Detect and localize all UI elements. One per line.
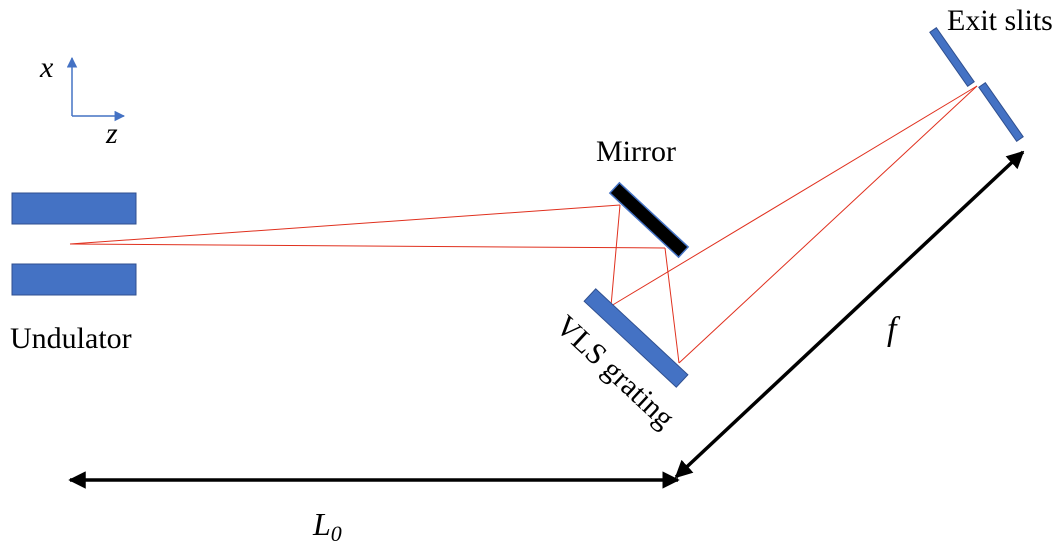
exit-slit-lower-blade: [978, 81, 1024, 143]
distance-label-main: L: [312, 506, 331, 542]
ray-source-to-mirror-bottom: [69, 243, 666, 249]
distance-label: L0: [312, 506, 342, 546]
undulator-label: Undulator: [10, 322, 132, 355]
focal-length-dimension-arrow: [674, 150, 1025, 479]
ray-mirror-to-grating-bottom: [664, 247, 680, 364]
undulator: [11, 192, 137, 296]
axis-arrows-icon: [66, 56, 126, 122]
mirror: [608, 181, 690, 259]
undulator-upper-magnet: [11, 192, 137, 225]
ray-grating-to-slits-top: [610, 85, 978, 307]
mirror-label: Mirror: [596, 135, 676, 168]
undulator-lower-magnet: [11, 263, 137, 296]
x-axis-label: x: [39, 51, 54, 84]
distance-label-subscript: 0: [331, 521, 342, 546]
ray-mirror-to-grating-top: [610, 204, 621, 307]
ray-grating-to-slits-bottom: [678, 85, 978, 364]
focal-length-label: f: [887, 311, 901, 348]
ray-source-to-mirror-top: [69, 204, 621, 245]
z-axis-label: z: [105, 117, 118, 150]
exit-slits-label: Exit slits: [947, 4, 1053, 37]
exit-slit-upper-blade: [929, 26, 975, 88]
exit-slits: [929, 26, 1024, 143]
